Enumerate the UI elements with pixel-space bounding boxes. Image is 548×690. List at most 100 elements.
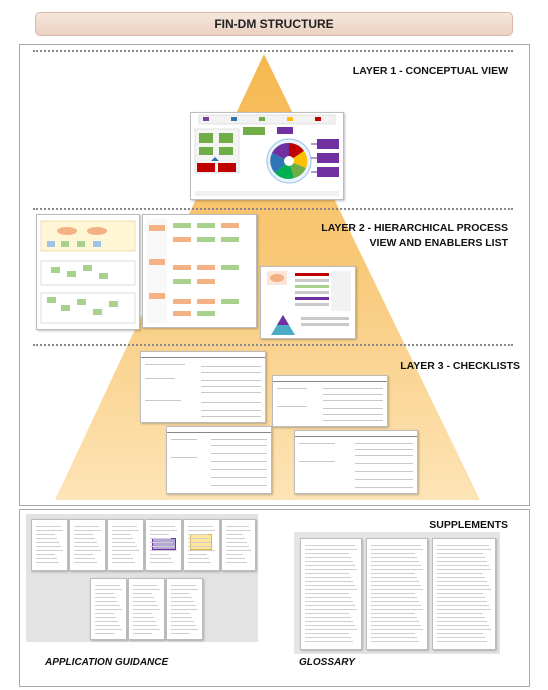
text-line <box>112 534 131 535</box>
text-line <box>437 633 483 634</box>
text-line <box>371 573 415 574</box>
text-line <box>305 617 351 618</box>
text-line <box>36 542 59 543</box>
glossary-page <box>300 538 362 650</box>
text-line <box>305 593 349 594</box>
guidance-page <box>183 519 220 571</box>
text-line <box>371 621 419 622</box>
guidance-page <box>107 519 144 571</box>
text-line <box>74 526 99 527</box>
text-line <box>305 585 355 586</box>
text-line <box>437 605 489 606</box>
layer-3-label: LAYER 3 - CHECKLISTS <box>400 360 520 372</box>
text-line <box>437 569 491 570</box>
text-line <box>437 629 491 630</box>
text-line <box>150 546 175 547</box>
glossary-label: GLOSSARY <box>299 657 355 668</box>
text-line <box>305 605 355 606</box>
text-line <box>371 625 421 626</box>
guidance-page <box>145 519 182 571</box>
text-line <box>95 617 116 618</box>
text-line <box>437 573 483 574</box>
text-line <box>36 546 61 547</box>
text-line <box>371 601 419 602</box>
text-line <box>226 562 247 563</box>
text-line <box>305 589 357 590</box>
text-line <box>36 534 55 535</box>
text-line <box>437 557 485 558</box>
text-line <box>188 542 211 543</box>
text-line <box>437 553 483 554</box>
text-line <box>226 530 251 531</box>
text-line <box>95 585 120 586</box>
text-line <box>437 593 483 594</box>
text-line <box>95 621 118 622</box>
text-line <box>112 526 137 527</box>
layer-2-label-line2: VIEW AND ENABLERS LIST <box>369 237 508 249</box>
text-line <box>305 573 349 574</box>
text-line <box>74 558 95 559</box>
text-line <box>305 637 351 638</box>
text-line <box>112 562 135 563</box>
text-line <box>188 530 215 531</box>
text-line <box>133 629 160 630</box>
text-line <box>226 538 245 539</box>
text-line <box>74 550 101 551</box>
application-guidance-label: APPLICATION GUIDANCE <box>45 657 169 668</box>
text-line <box>226 550 251 551</box>
checklist-thumbnail <box>272 375 388 427</box>
text-line <box>95 613 114 614</box>
text-line <box>437 601 487 602</box>
text-line <box>36 526 61 527</box>
text-line <box>437 617 485 618</box>
text-line <box>74 538 95 539</box>
text-line <box>150 530 177 531</box>
text-line <box>171 601 194 602</box>
text-line <box>74 534 93 535</box>
text-line <box>371 633 415 634</box>
text-line <box>171 621 194 622</box>
text-line <box>305 621 353 622</box>
text-line <box>188 562 211 563</box>
text-line <box>371 613 415 614</box>
text-line <box>226 534 243 535</box>
text-line <box>305 553 349 554</box>
text-line <box>112 550 139 551</box>
text-line <box>95 629 122 630</box>
text-line <box>95 597 116 598</box>
text-line <box>371 597 417 598</box>
application-guidance-pages <box>26 514 258 642</box>
layer-divider <box>33 208 513 210</box>
text-line <box>437 625 489 626</box>
text-line <box>437 613 483 614</box>
text-line <box>171 613 190 614</box>
text-line <box>226 542 247 543</box>
text-line <box>305 561 353 562</box>
text-line <box>226 554 243 555</box>
text-line <box>150 558 171 559</box>
text-line <box>437 561 487 562</box>
text-line <box>150 542 173 543</box>
text-line <box>305 609 357 610</box>
text-line <box>74 554 93 555</box>
guidance-page <box>69 519 106 571</box>
text-line <box>371 553 415 554</box>
layer-2-label: LAYER 2 - HIERARCHICAL PROCESS VIEW AND … <box>300 221 508 251</box>
text-line <box>150 534 169 535</box>
text-line <box>305 629 357 630</box>
text-line <box>305 581 353 582</box>
text-line <box>371 557 417 558</box>
text-line <box>226 546 249 547</box>
text-line <box>371 569 423 570</box>
guidance-page <box>128 578 165 640</box>
text-line <box>36 554 55 555</box>
text-line <box>133 601 156 602</box>
text-line <box>171 597 192 598</box>
process-map-thumbnail <box>36 214 140 330</box>
text-line <box>437 637 485 638</box>
text-line <box>133 593 152 594</box>
text-line <box>371 629 423 630</box>
text-line <box>437 565 489 566</box>
glossary-page <box>432 538 496 650</box>
text-line <box>112 542 135 543</box>
